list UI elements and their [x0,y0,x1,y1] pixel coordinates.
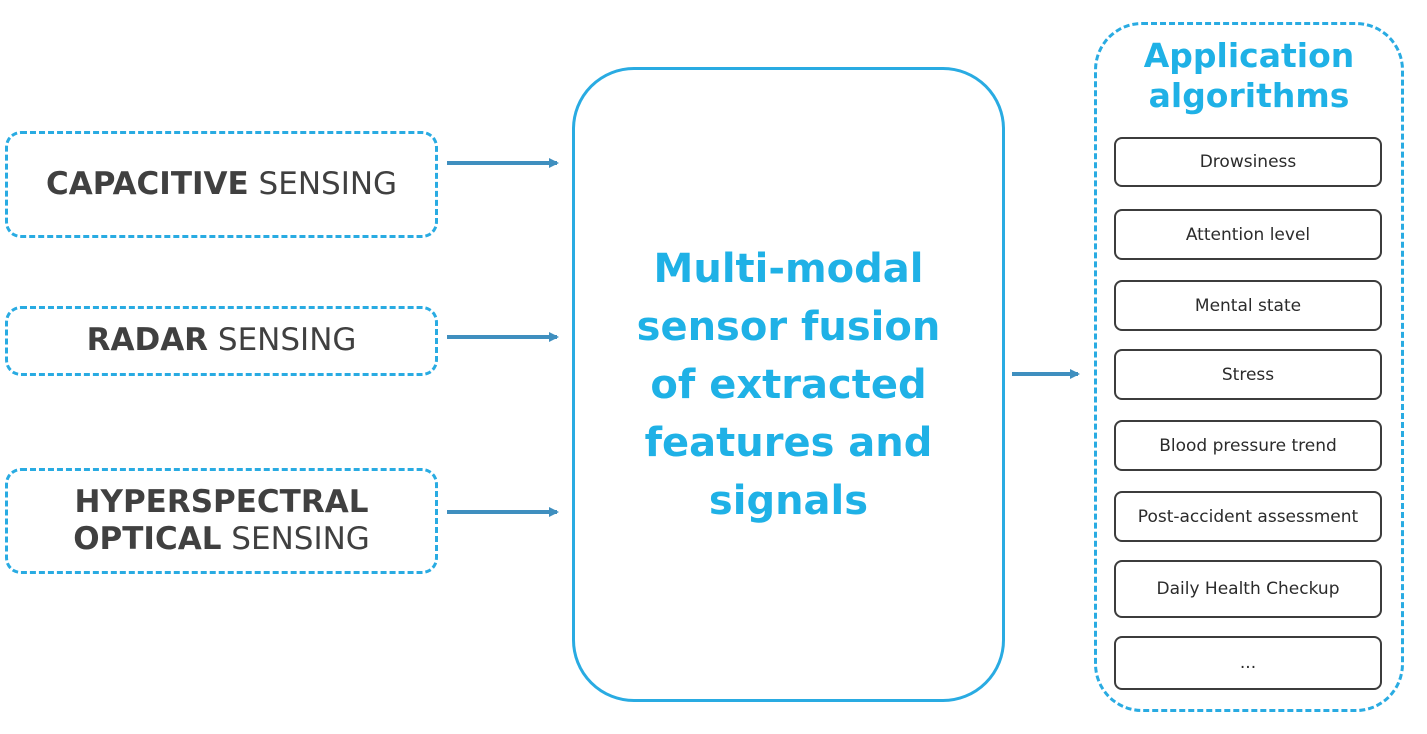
sensor-line: CAPACITIVE SENSING [46,166,397,203]
sensor-suffix: SENSING [221,521,370,557]
sensor-suffix: SENSING [208,322,357,359]
sensor-name: RADAR [86,322,209,359]
fusion-box: Multi-modal sensor fusion of extracted f… [572,67,1005,702]
algorithm-item-more: ... [1114,636,1382,690]
algorithm-item-daily-health-checkup: Daily Health Checkup [1114,560,1382,618]
algorithm-item-post-accident-assessment: Post-accident assessment [1114,491,1382,542]
algorithm-item-stress: Stress [1114,349,1382,400]
algorithm-item-blood-pressure-trend: Blood pressure trend [1114,420,1382,471]
sensor-suffix: SENSING [248,165,398,202]
applications-title: Application algorithms [1143,36,1355,115]
fusion-label: Multi-modal sensor fusion of extracted f… [636,245,941,524]
algorithm-item-attention-level: Attention level [1114,209,1382,260]
sensor-box-capacitive: CAPACITIVE SENSING [5,131,438,238]
algorithm-item-mental-state: Mental state [1114,280,1382,331]
sensor-name: HYPERSPECTRAL [74,483,369,520]
algorithm-item-drowsiness: Drowsiness [1114,137,1382,187]
sensor-name: CAPACITIVE [45,165,249,202]
sensor-line: OPTICAL SENSING [73,521,370,558]
sensor-box-radar: RADAR SENSING [5,306,438,376]
applications-panel [1094,22,1404,712]
sensor-line: RADAR SENSING [87,322,357,359]
sensor-line: HYPERSPECTRAL [75,484,369,521]
sensor-name: OPTICAL [73,521,222,557]
sensor-box-hyperspectral: HYPERSPECTRAL OPTICAL SENSING [5,468,438,574]
